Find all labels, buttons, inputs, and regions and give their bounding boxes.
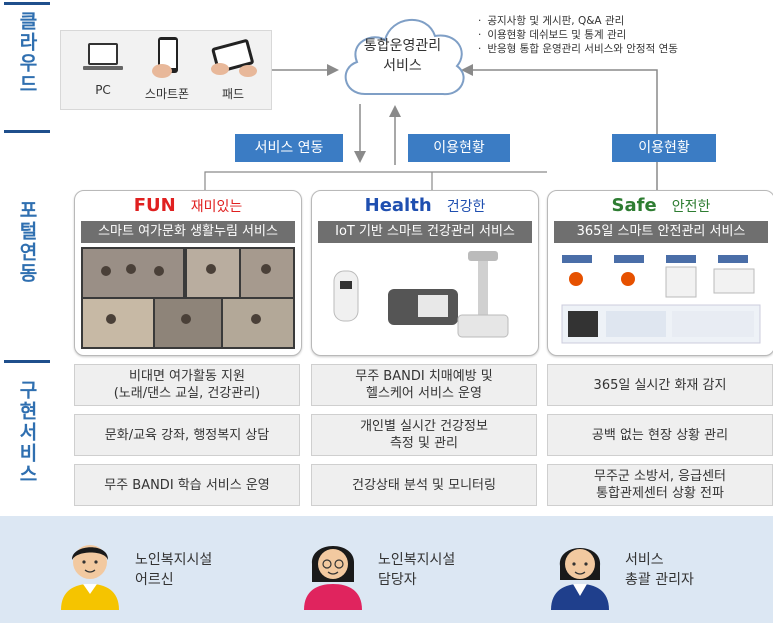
service-safe-3-text: 무주군 소방서, 응급센터 통합관제센터 상황 전파 (594, 469, 726, 501)
side-label-linkage: 포털연동 (4, 180, 50, 330)
device-box: PC 스마트폰 패드 (60, 30, 272, 110)
user-manager-line1: 서비스 (625, 552, 664, 568)
device-smartphone: 스마트폰 (137, 37, 197, 102)
female-manager-avatar-icon (551, 548, 609, 610)
service-health-2: 개인별 실시간 건강정보 측정 및 관리 (311, 414, 537, 456)
service-safe-1: 365일 실시간 화재 감지 (547, 364, 773, 406)
card-fun-subtitle: 스마트 여가문화 생활누림 서비스 (81, 221, 295, 243)
service-health-2-text: 개인별 실시간 건강정보 측정 및 관리 (360, 419, 488, 451)
side-label-cloud-text: 클라우드 (16, 11, 38, 95)
card-fun-title: FUN 재미있는 (75, 195, 301, 216)
card-fun: FUN 재미있는 스마트 여가문화 생활누림 서비스 (74, 190, 302, 356)
service-safe-2-text: 공백 없는 현장 상황 관리 (591, 427, 729, 443)
health-devices-photo (318, 247, 532, 349)
device-pc: PC (73, 37, 133, 97)
card-health-title-ko: 건강한 (446, 199, 486, 215)
card-fun-title-ko: 재미있는 (190, 199, 243, 215)
card-health-title-en: Health (364, 195, 432, 216)
cloud-title: 통합운영관리 서비스 (345, 36, 460, 76)
user-staff-line2: 담당자 (378, 572, 417, 588)
user-manager: 서비스 총괄 관리자 (545, 530, 694, 610)
cloud-title-line2: 서비스 (383, 58, 422, 74)
card-fun-title-en: FUN (133, 195, 176, 216)
service-fun-2-text: 문화/교육 강좌, 행정복지 상담 (104, 427, 270, 443)
service-health-1: 무주 BANDI 치매예방 및 헬스케어 서비스 운영 (311, 364, 537, 406)
service-fun-1-text: 비대면 여가활동 지원 (노래/댄스 교실, 건강관리) (113, 369, 261, 401)
card-health-title: Health 건강한 (312, 195, 538, 216)
cloud-title-line1: 통합운영관리 (363, 38, 442, 54)
device-pc-label: PC (95, 83, 111, 97)
service-fun-1: 비대면 여가활동 지원 (노래/댄스 교실, 건강관리) (74, 364, 300, 406)
service-health-1-text: 무주 BANDI 치매예방 및 헬스케어 서비스 운영 (355, 369, 493, 401)
user-elderly: 노인복지시설 어르신 (55, 530, 212, 610)
cloud-bullet-1: 공지사항 및 게시판, Q&A 관리 (478, 14, 678, 28)
tag-usage-1: 이용현황 (408, 134, 510, 162)
card-safe-title: Safe 안전한 (548, 195, 773, 216)
card-safe-subtitle: 365일 스마트 안전관리 서비스 (554, 221, 768, 243)
device-tablet: 패드 (203, 37, 263, 102)
user-elderly-text: 노인복지시설 어르신 (135, 550, 212, 590)
side-label-cloud: 클라우드 (4, 2, 50, 122)
user-manager-text: 서비스 총괄 관리자 (625, 550, 694, 590)
user-staff-line1: 노인복지시설 (378, 552, 456, 568)
side-label-linkage-text: 포털연동 (16, 200, 38, 284)
cloud-bullet-2: 이용현황 데쉬보드 및 통계 관리 (478, 28, 678, 42)
card-safe: Safe 안전한 365일 스마트 안전관리 서비스 (547, 190, 773, 356)
laptop-icon (83, 43, 123, 70)
video-conference-photo (81, 247, 295, 349)
side-label-service: 구현서비스 (4, 366, 50, 506)
service-fun-2: 문화/교육 강좌, 행정복지 상담 (74, 414, 300, 456)
card-health: Health 건강한 IoT 기반 스마트 건강관리 서비스 (311, 190, 539, 356)
cloud-bullet-3: 반응형 통합 운영관리 서비스와 안정적 연동 (478, 42, 678, 56)
tablet-icon (211, 39, 257, 77)
smartphone-icon (152, 37, 178, 78)
side-divider-2 (4, 360, 50, 363)
device-smartphone-label: 스마트폰 (144, 87, 190, 101)
card-health-subtitle: IoT 기반 스마트 건강관리 서비스 (318, 221, 532, 243)
service-health-3-text: 건강상태 분석 및 모니터링 (352, 477, 496, 493)
device-tablet-label: 패드 (221, 87, 245, 101)
side-divider-1 (4, 130, 50, 133)
service-health-3: 건강상태 분석 및 모니터링 (311, 464, 537, 506)
service-safe-1-text: 365일 실시간 화재 감지 (593, 377, 727, 393)
cloud-bullet-list: 공지사항 및 게시판, Q&A 관리 이용현황 데쉬보드 및 통계 관리 반응형… (478, 14, 678, 56)
user-elderly-line1: 노인복지시설 (135, 552, 213, 568)
tag-service-link: 서비스 연동 (235, 134, 343, 162)
service-fun-3-text: 무주 BANDI 학습 서비스 운영 (104, 477, 270, 493)
cloud-shape (344, 19, 465, 96)
tag-usage-2: 이용현황 (612, 134, 716, 162)
elderly-man-avatar-icon (61, 545, 119, 610)
user-staff: 노인복지시설 담당자 (298, 530, 455, 610)
user-area (0, 516, 773, 623)
user-staff-text: 노인복지시설 담당자 (378, 550, 455, 590)
female-staff-avatar-icon (304, 546, 362, 610)
side-label-service-text: 구현서비스 (16, 380, 38, 485)
user-manager-line2: 총괄 관리자 (625, 572, 694, 588)
user-elderly-line2: 어르신 (135, 572, 174, 588)
fire-monitoring-screen (554, 247, 768, 349)
card-safe-title-en: Safe (611, 195, 657, 216)
service-safe-3: 무주군 소방서, 응급센터 통합관제센터 상황 전파 (547, 464, 773, 506)
service-fun-3: 무주 BANDI 학습 서비스 운영 (74, 464, 300, 506)
card-safe-title-ko: 안전한 (671, 199, 711, 215)
service-safe-2: 공백 없는 현장 상황 관리 (547, 414, 773, 456)
